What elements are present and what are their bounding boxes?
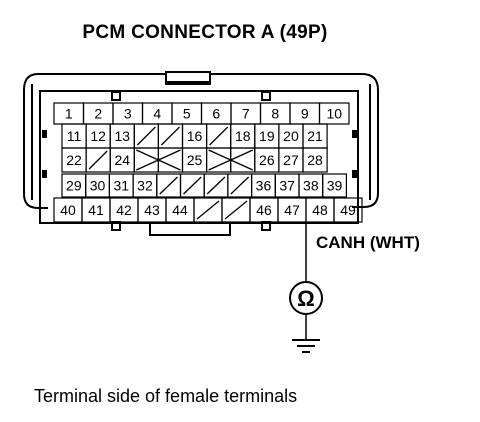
diagram-title: PCM CONNECTOR A (49P) [82, 22, 328, 43]
housing-latches [42, 130, 357, 178]
ground-icon [292, 339, 320, 353]
terminal-number: 8 [271, 106, 279, 122]
terminal-number: 20 [283, 128, 299, 144]
terminal-number: 28 [307, 152, 323, 168]
terminal-number: 5 [183, 106, 191, 122]
terminal-number: 32 [137, 178, 153, 194]
terminal-number: 24 [114, 152, 130, 168]
connector-housing [23, 71, 379, 236]
ohmmeter-icon: Ω [289, 281, 323, 315]
unused-terminal-mark [136, 126, 156, 146]
terminal-number: 9 [301, 106, 309, 122]
terminal-number: 13 [114, 128, 130, 144]
terminal-number: 48 [312, 202, 328, 218]
terminal-number: 38 [303, 178, 319, 194]
unused-terminal-mark [136, 149, 181, 171]
terminal-number: 6 [212, 106, 220, 122]
unused-terminal-mark [224, 200, 248, 220]
terminal-cell [333, 197, 363, 223]
unused-terminal-mark [208, 149, 254, 171]
terminal-number: 2 [94, 106, 102, 122]
terminal-number: 18 [235, 128, 251, 144]
terminal-number: 4 [153, 106, 161, 122]
terminal-number: 39 [327, 178, 343, 194]
diagram-caption: Terminal side of female terminals [34, 386, 298, 406]
unused-terminal-mark [230, 176, 250, 195]
unused-terminal-mark [206, 176, 226, 195]
terminal-number: 29 [66, 178, 82, 194]
unused-terminal-mark [183, 176, 202, 195]
terminal-number: 19 [259, 128, 275, 144]
terminal-number: 49 [340, 202, 356, 218]
unused-terminal-mark [88, 150, 108, 170]
terminal-cell [302, 147, 328, 173]
terminal-number: 25 [187, 152, 203, 168]
wire-label: CANH (WHT) [316, 233, 420, 252]
terminal-cell [318, 102, 350, 125]
terminal-number: 31 [113, 178, 129, 194]
terminal-cell [322, 173, 348, 198]
terminal-number: 43 [144, 202, 160, 218]
terminal-number: 7 [242, 106, 250, 122]
unused-terminal-mark [209, 126, 229, 146]
terminal-number: 46 [256, 202, 272, 218]
terminal-number: 21 [307, 128, 323, 144]
ohm-symbol: Ω [297, 286, 315, 311]
terminal-cell [206, 147, 232, 173]
unused-terminal-mark [160, 126, 180, 146]
terminal-number: 30 [90, 178, 106, 194]
terminal-number: 27 [283, 152, 299, 168]
terminal-number: 41 [88, 202, 104, 218]
terminal-number: 3 [124, 106, 132, 122]
terminal-number: 37 [279, 178, 295, 194]
terminal-number: 10 [326, 106, 342, 122]
unused-terminal-mark [196, 200, 220, 220]
terminal-number: 36 [256, 178, 272, 194]
terminal-number: 26 [259, 152, 275, 168]
terminal-number: 1 [65, 106, 73, 122]
terminal-number: 40 [60, 202, 76, 218]
terminal-number: 11 [67, 128, 82, 144]
terminal-number: 47 [284, 202, 300, 218]
terminal-number: 16 [187, 128, 203, 144]
terminal-number: 22 [66, 152, 82, 168]
terminal-number: 12 [90, 128, 106, 144]
unused-terminal-mark [159, 176, 178, 195]
terminal-number: 42 [116, 202, 132, 218]
terminal-cell [230, 147, 256, 173]
terminal-cell [133, 147, 160, 173]
terminal-number: 44 [172, 202, 188, 218]
terminal-cell [157, 147, 184, 173]
